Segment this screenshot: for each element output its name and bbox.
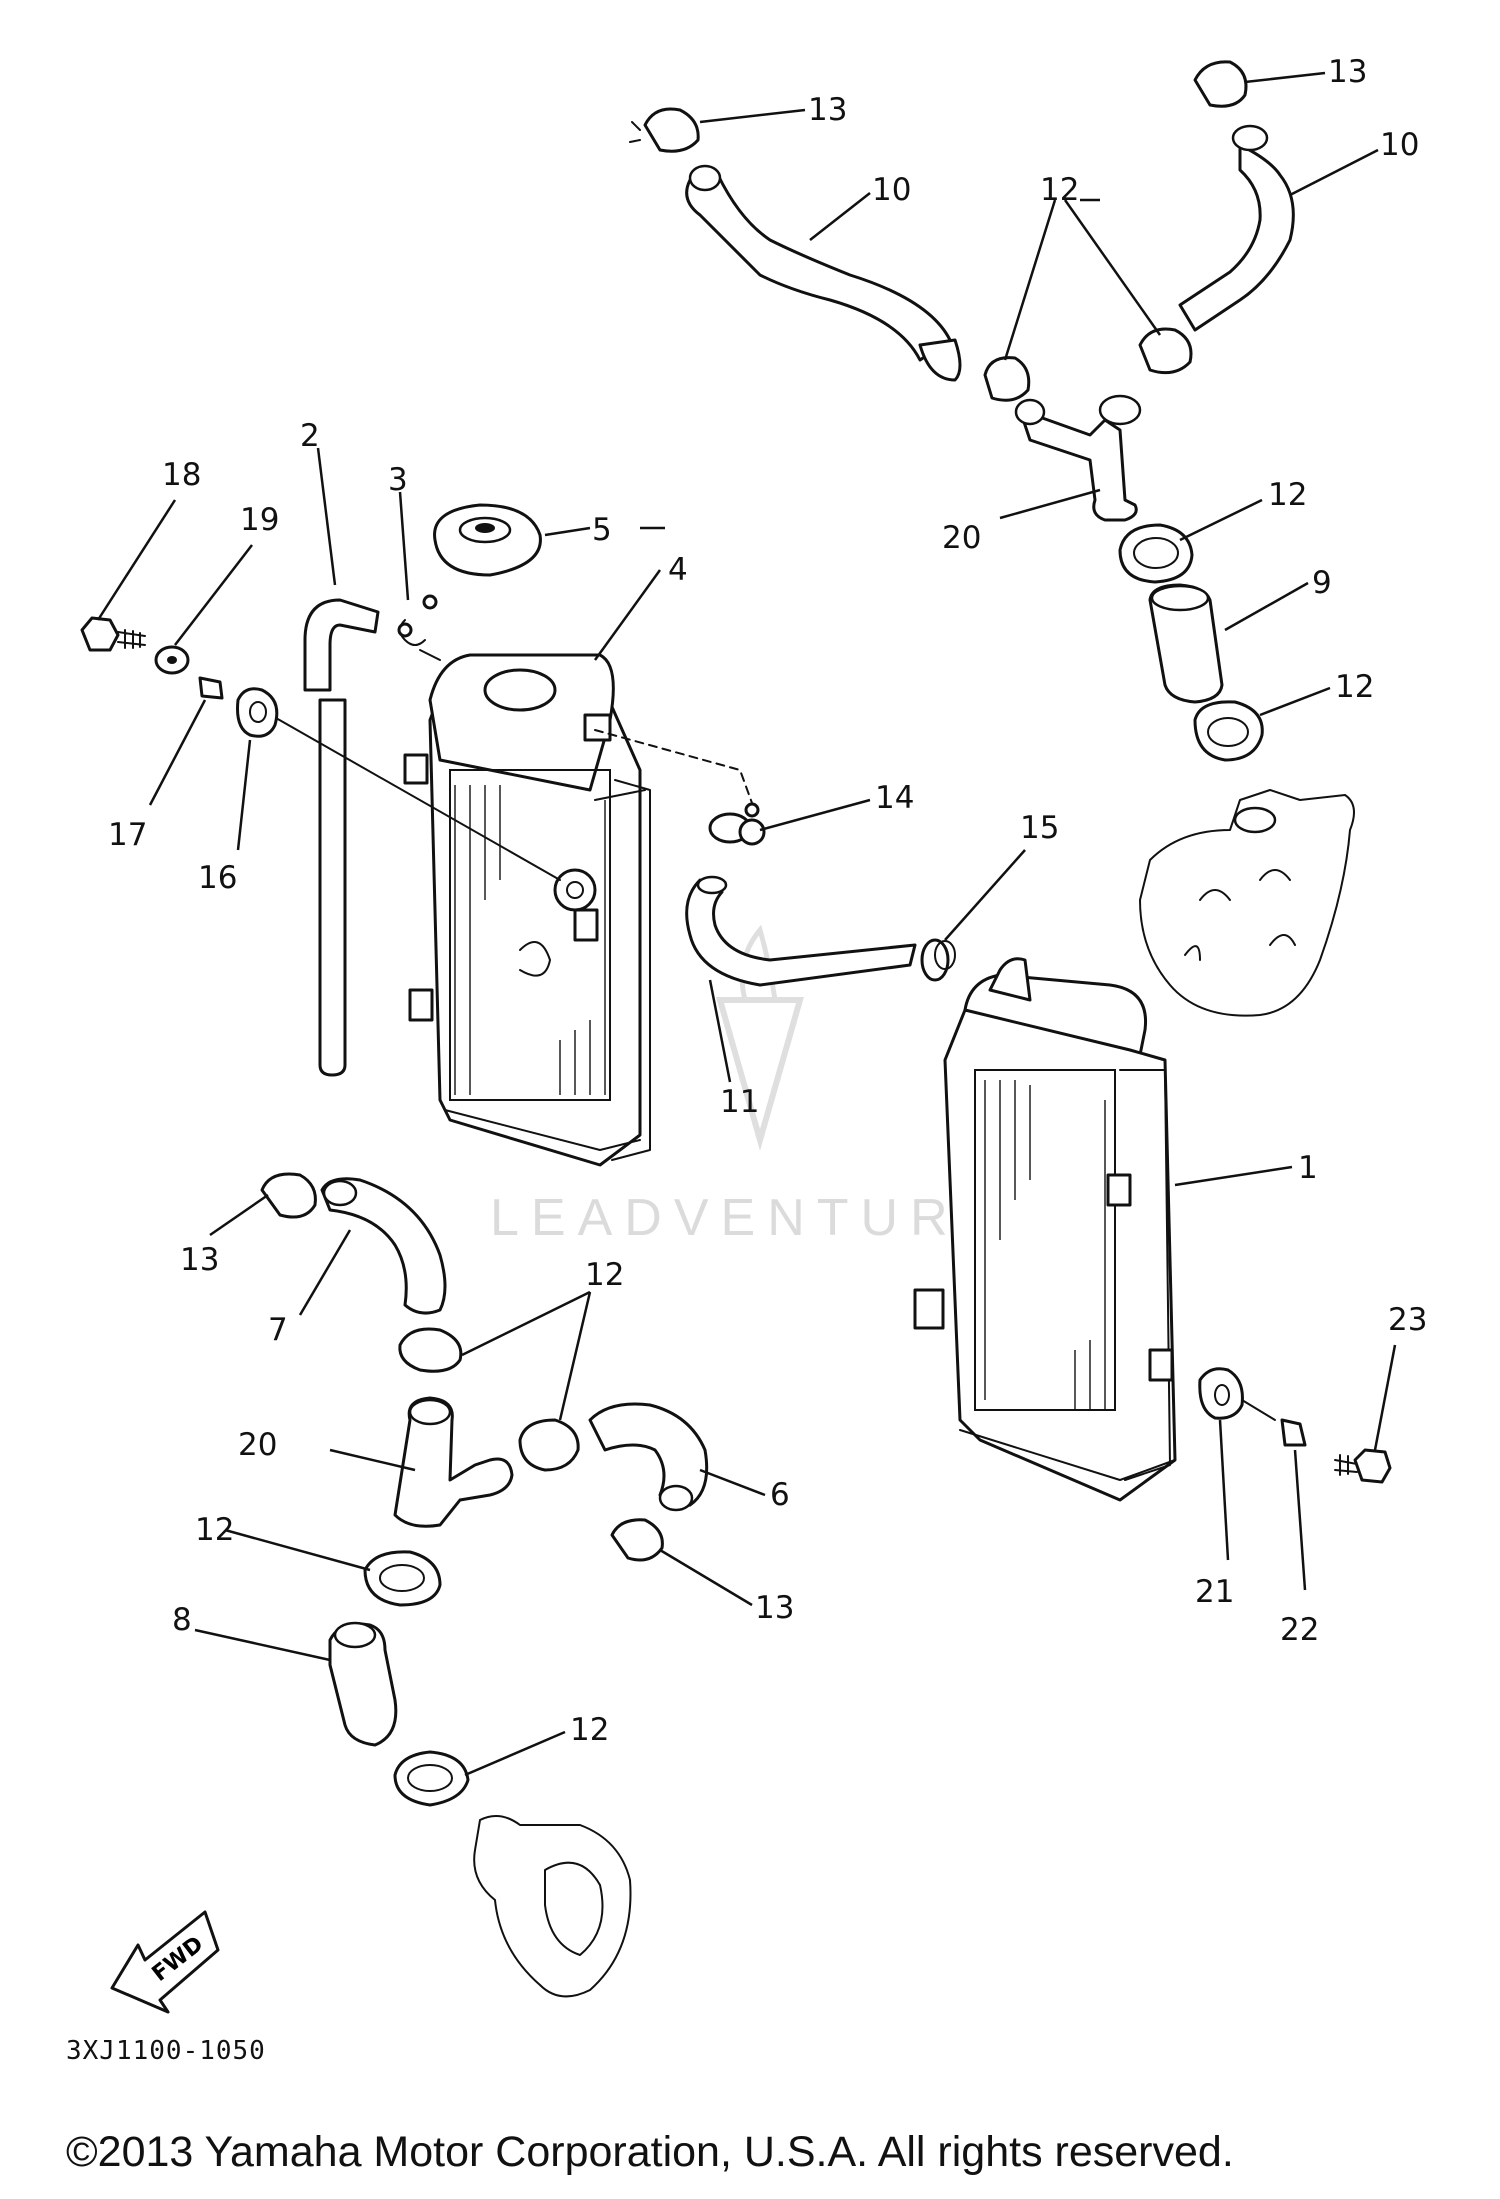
callout-12-left: 12	[195, 1512, 234, 1548]
clamp-part-15	[920, 938, 956, 982]
radiator-cap-part-5	[433, 503, 542, 577]
forward-arrow-icon: FWD	[110, 1910, 220, 2014]
callout-5: 5	[592, 512, 612, 548]
right-mount-hardware	[1198, 1367, 1392, 1484]
callout-18: 18	[162, 457, 201, 493]
callout-22: 22	[1280, 1612, 1319, 1648]
hose-part-11	[685, 875, 917, 987]
callout-13-top-left: 13	[808, 92, 847, 128]
right-radiator	[913, 957, 1177, 1502]
callout-13-top-right: 13	[1328, 54, 1367, 90]
callout-8: 8	[172, 1602, 192, 1638]
diagram-code: 3XJ1100-1050	[66, 2036, 266, 2066]
callout-12-mid: 12	[585, 1257, 624, 1293]
callout-10-right: 10	[1380, 127, 1419, 163]
top-hoses	[629, 60, 1295, 762]
callout-7: 7	[268, 1312, 288, 1348]
callout-20-lower: 20	[238, 1427, 277, 1463]
callout-12-right-lower: 12	[1335, 669, 1374, 705]
callout-9: 9	[1312, 565, 1332, 601]
callout-11: 11	[720, 1084, 759, 1120]
callout-20-top: 20	[942, 520, 981, 556]
callout-2: 2	[300, 418, 320, 454]
leader-lines	[96, 71, 1397, 1777]
overflow-tube-part-2	[303, 598, 380, 1077]
leadventure-watermark: LEADVENTURE	[490, 924, 1006, 1247]
callout-19: 19	[240, 502, 279, 538]
clamp-part-14	[594, 729, 766, 846]
callout-10-left: 10	[872, 172, 911, 208]
copyright-notice: ©2013 Yamaha Motor Corporation, U.S.A. A…	[66, 2128, 1234, 2176]
cylinder-head-outline	[1139, 789, 1355, 1017]
callout-23: 23	[1388, 1302, 1427, 1338]
callout-3: 3	[388, 462, 408, 498]
watermark-text: LEADVENTURE	[490, 1189, 1006, 1247]
callout-6: 6	[770, 1477, 790, 1513]
callout-13-lower: 13	[755, 1590, 794, 1626]
callout-12-top: 12	[1040, 172, 1079, 208]
callout-16: 16	[198, 860, 237, 896]
callout-1: 1	[1298, 1150, 1318, 1186]
callout-4: 4	[668, 552, 688, 588]
callout-labels: 1 2 3 4 5 6 7 8 9 10 10 11 12 12 12 12 1…	[108, 54, 1427, 1748]
left-radiator	[403, 653, 651, 1167]
left-mount-hardware	[80, 616, 561, 881]
lower-left-hoses	[260, 1172, 709, 1998]
callout-17: 17	[108, 817, 147, 853]
callout-15: 15	[1020, 810, 1059, 846]
callout-14: 14	[875, 780, 914, 816]
clamp-part-3	[397, 594, 441, 661]
callout-13-left: 13	[180, 1242, 219, 1278]
callout-12-right-upper: 12	[1268, 477, 1307, 513]
callout-12-bottom: 12	[570, 1712, 609, 1748]
callout-21: 21	[1195, 1574, 1234, 1610]
